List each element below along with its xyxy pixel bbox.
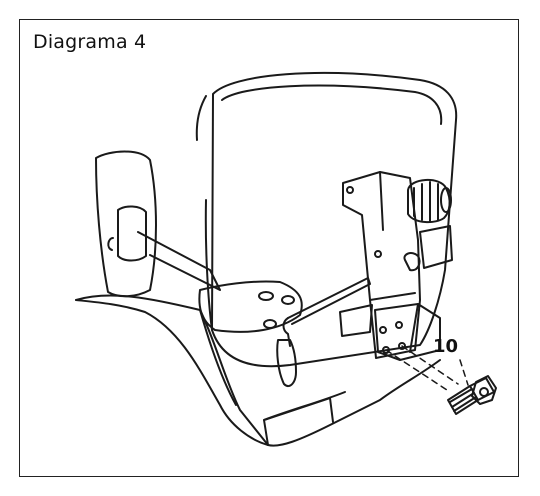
- tension-knob: [407, 179, 452, 224]
- armrest: [95, 150, 303, 333]
- mechanism-plate: [339, 171, 421, 359]
- part-callout-10: 10: [433, 336, 459, 357]
- backrest: [195, 71, 458, 368]
- allen-key: [276, 277, 371, 388]
- lever-block: [403, 225, 453, 272]
- bolt-10: [447, 375, 497, 415]
- diagram-frame: [19, 19, 519, 477]
- mounting-bracket: [374, 303, 441, 361]
- seat-base: [75, 294, 441, 447]
- diagram-title: Diagrama 4: [33, 31, 147, 53]
- guide-lines: [385, 345, 469, 393]
